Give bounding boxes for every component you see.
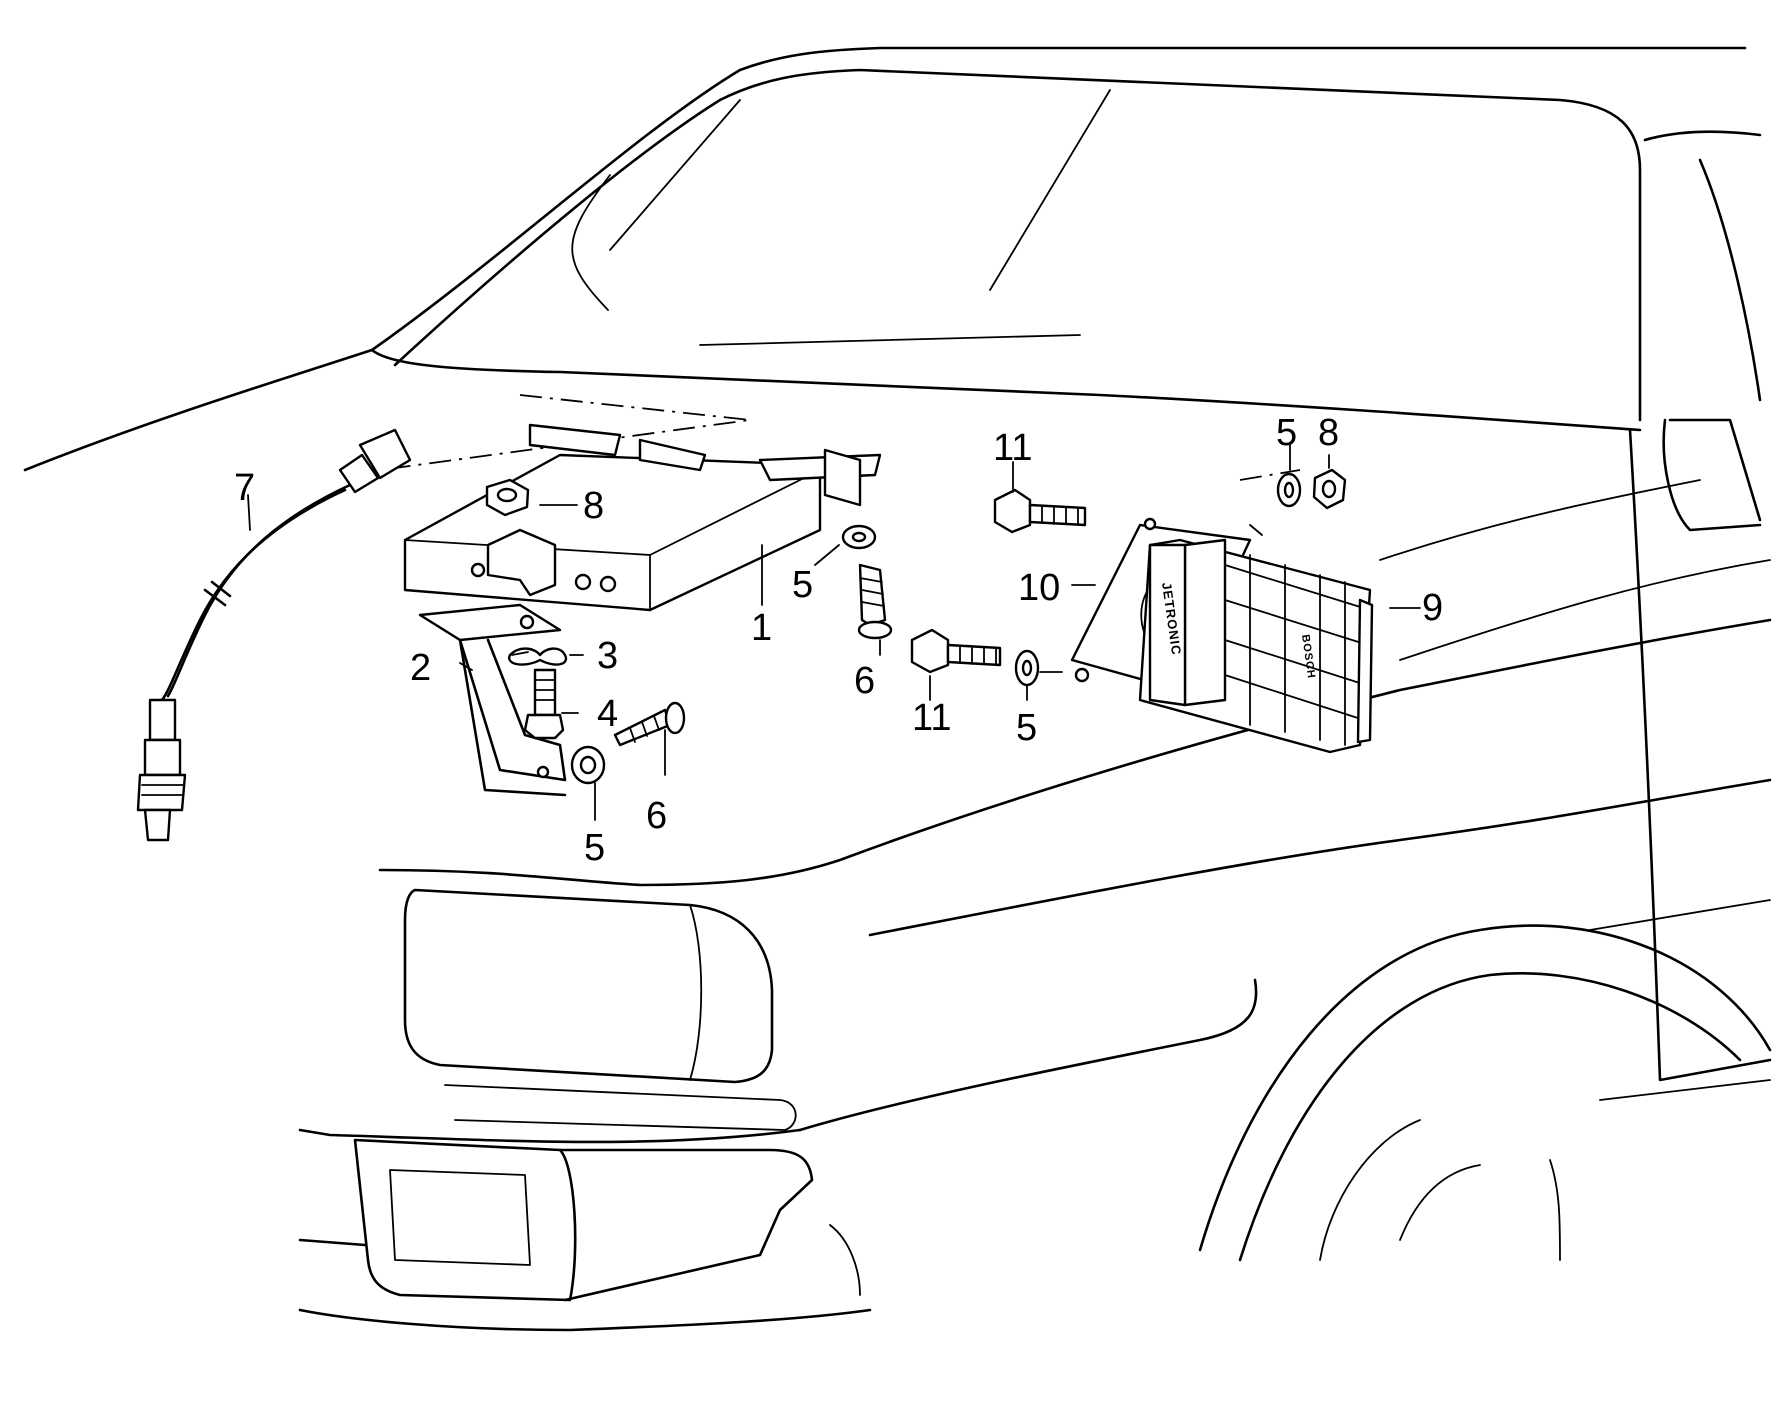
car-body-outline [23,46,1772,1332]
washer-part-3 [508,647,568,666]
callout-5-center: 5 [1016,707,1037,749]
callout-5-left-top: 5 [792,564,813,606]
plate-part-2 [418,603,567,797]
bolt-part-11-group [910,488,1087,674]
callout-11-top: 11 [993,427,1032,469]
callout-5-right: 5 [1276,412,1297,454]
oxygen-sensor-part-7 [136,428,412,842]
callout-2: 2 [410,647,431,689]
bolt-part-4 [523,668,565,740]
nut-part-8-right [1312,468,1347,510]
callout-3: 3 [597,635,618,677]
callout-11-bottom: 11 [912,697,951,739]
callout-6-bottom: 6 [646,795,667,837]
callout-1: 1 [751,607,772,649]
callout-7: 7 [234,467,255,509]
callout-5-left-bottom: 5 [584,827,605,869]
callout-8-right: 8 [1318,412,1339,454]
callout-9: 9 [1422,587,1443,629]
callout-labels: 1 2 3 4 5 5 5 5 6 6 7 8 8 9 10 11 11 [234,412,1443,869]
nut-part-8-left [485,478,530,517]
washer-part-5-group [570,472,1302,785]
callout-10: 10 [1018,567,1060,609]
callout-4: 4 [597,693,618,735]
callout-8-left: 8 [583,485,604,527]
leader-lines [247,444,1421,821]
screw-part-6-group [613,563,893,747]
callout-6-left: 6 [854,660,875,702]
ecu-module-part-9: JETRONIC BOSCH [1070,517,1374,754]
